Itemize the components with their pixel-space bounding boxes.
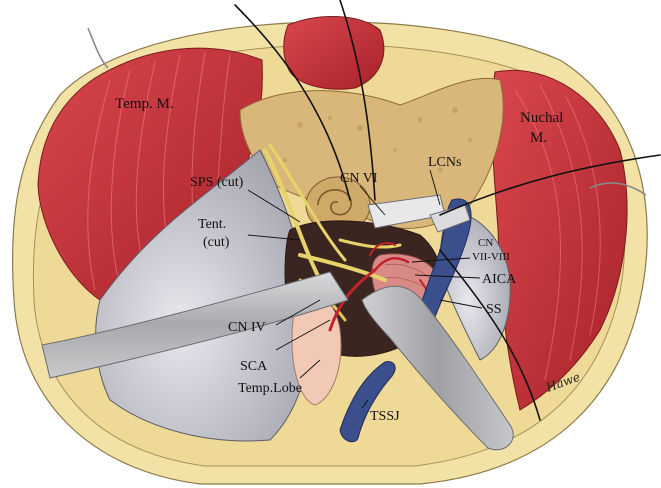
label-aica: AICA — [482, 272, 517, 287]
label-cn-iv: CN IV — [228, 320, 266, 335]
nuchal-muscle-fibers — [514, 84, 601, 381]
label-temp-lobe: Temp.Lobe — [238, 381, 302, 396]
label-cn-vi: CN VI — [340, 171, 378, 186]
label-tent-2: (cut) — [203, 235, 230, 250]
label-nuchal-m-2: M. — [530, 130, 547, 146]
right-retractor — [361, 285, 514, 451]
leader-lines — [247, 169, 483, 409]
label-ss: SS — [486, 302, 502, 317]
label-sps: SPS (cut) — [190, 175, 244, 190]
label-temp-m: Temp. M. — [115, 96, 174, 112]
left-retractor — [41, 271, 349, 379]
label-lcns: LCNs — [428, 155, 461, 170]
label-nuchal-m-1: Nuchal — [520, 110, 563, 126]
hooks — [87, 27, 647, 196]
label-tent-1: Tent. — [198, 217, 226, 232]
label-cn-vii-viii-1: CN — [478, 237, 493, 249]
label-tssj: TSSJ — [370, 409, 400, 424]
upper-muscle-flap — [283, 15, 385, 90]
label-cn-vii-viii-2: VII-VIII — [472, 251, 510, 263]
temporal-lobe — [291, 295, 342, 406]
clip-instrument-2 — [429, 204, 471, 233]
sutures — [234, 0, 661, 421]
nuchal-muscle — [491, 70, 628, 411]
tssj-vessel — [339, 361, 396, 443]
label-sca: SCA — [240, 359, 268, 374]
bone-texture — [283, 107, 472, 173]
